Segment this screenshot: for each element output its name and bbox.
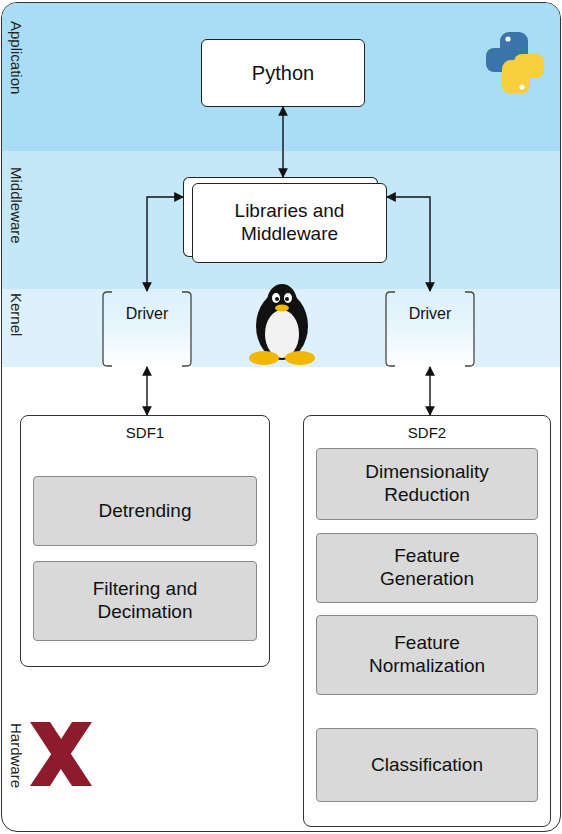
- driver-box: Driver: [385, 291, 475, 367]
- box-label: Driver: [385, 305, 475, 323]
- connector-arrow: [387, 197, 430, 291]
- connector-arrow: [146, 367, 147, 415]
- box-label: Driver: [102, 305, 192, 323]
- process-box: Classification: [316, 728, 538, 802]
- layer-label: Hardware: [8, 723, 25, 788]
- layer-band: Libraries and Middleware Middleware: [2, 151, 560, 289]
- box-label: Filtering and Decimation: [64, 578, 226, 624]
- process-box: Feature Generation: [316, 533, 538, 603]
- box-label: Libraries and Middleware: [213, 200, 366, 246]
- process-box: Detrending: [33, 476, 257, 546]
- block-title: SDF2: [304, 424, 550, 441]
- connector-arrow: [282, 107, 283, 177]
- software-box: Python: [201, 39, 365, 107]
- process-box: Filtering and Decimation: [33, 561, 257, 641]
- box-label: Feature Generation: [347, 545, 507, 591]
- layer-band: Driver Driver Kernel: [2, 289, 560, 367]
- box-label: Dimensionality Reduction: [347, 461, 507, 507]
- layer-label: Middleware: [8, 167, 25, 244]
- driver-box: Driver: [102, 291, 192, 367]
- block-title: SDF1: [21, 424, 269, 441]
- python-logo: [486, 32, 544, 94]
- connector-arrow: [147, 197, 183, 291]
- bracket-outline: [385, 291, 475, 367]
- hardware-block: Dimensionality ReductionFeature Generati…: [303, 415, 551, 827]
- process-box: Feature Normalization: [316, 615, 538, 695]
- layer-label: Application: [8, 21, 25, 94]
- layer-label: Kernel: [8, 293, 25, 336]
- box-label: Feature Normalization: [347, 632, 507, 678]
- box-label: Detrending: [99, 500, 192, 523]
- box-label: Python: [252, 61, 314, 85]
- process-box: Dimensionality Reduction: [316, 448, 538, 520]
- layer-band: DetrendingFiltering and DecimationSDF1Di…: [2, 367, 560, 832]
- layer-band: Python Application: [2, 3, 560, 151]
- box-label: Classification: [371, 754, 483, 777]
- hardware-block: DetrendingFiltering and Decimation SDF1: [20, 415, 270, 667]
- connector-arrow: [429, 367, 430, 415]
- penguin-logo: [249, 284, 315, 365]
- bracket-outline: [102, 291, 192, 367]
- software-box: Libraries and Middleware: [192, 183, 387, 263]
- xilinx-logo: [30, 722, 92, 786]
